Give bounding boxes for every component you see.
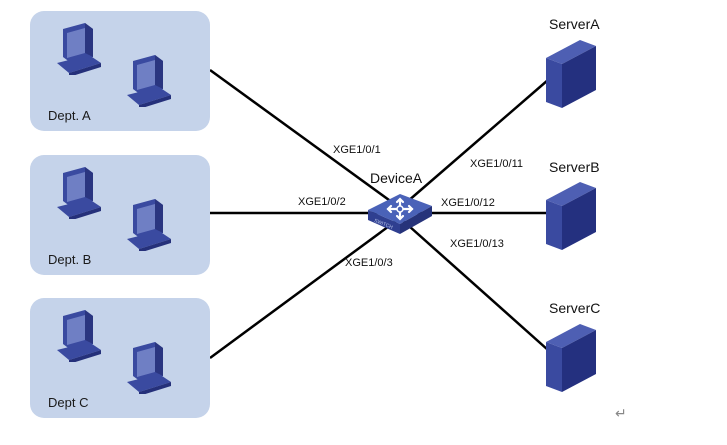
link-dept-c [209, 216, 401, 360]
dept-a-label: Dept. A [48, 108, 91, 123]
server-c-label: ServerC [549, 300, 601, 316]
dept-b-group: Dept. B [30, 155, 210, 275]
server-icon [546, 40, 596, 108]
computer-icon [127, 55, 171, 107]
port-label-dept-c: XGE1/0/3 [345, 257, 393, 269]
paragraph-mark: ↵ [615, 405, 627, 421]
server-icon [546, 182, 596, 250]
server-a-label: ServerA [549, 16, 600, 32]
dept-b-label: Dept. B [48, 252, 92, 267]
computer-icon [127, 342, 171, 394]
dept-c-label: Dept C [48, 395, 89, 410]
server-icon [546, 324, 596, 392]
computer-icon [57, 23, 101, 75]
dept-a-group: Dept. A [30, 11, 210, 131]
server-b-label: ServerB [549, 159, 600, 175]
device-label: DeviceA [370, 170, 423, 186]
computer-icon [57, 167, 101, 219]
port-label-server-c: XGE1/0/13 [450, 238, 504, 250]
switch-icon: SWITCH [368, 194, 432, 234]
port-label-server-a: XGE1/0/11 [470, 158, 523, 170]
link-server-a [399, 79, 549, 209]
computer-icon [127, 199, 171, 251]
link-server-c [399, 217, 549, 351]
dept-c-group: Dept C [30, 298, 210, 418]
link-dept-a [209, 68, 401, 210]
port-label-server-b: XGE1/0/12 [441, 197, 495, 209]
port-label-dept-b: XGE1/0/2 [298, 196, 346, 208]
port-label-dept-a: XGE1/0/1 [333, 144, 381, 156]
computer-icon [57, 310, 101, 362]
